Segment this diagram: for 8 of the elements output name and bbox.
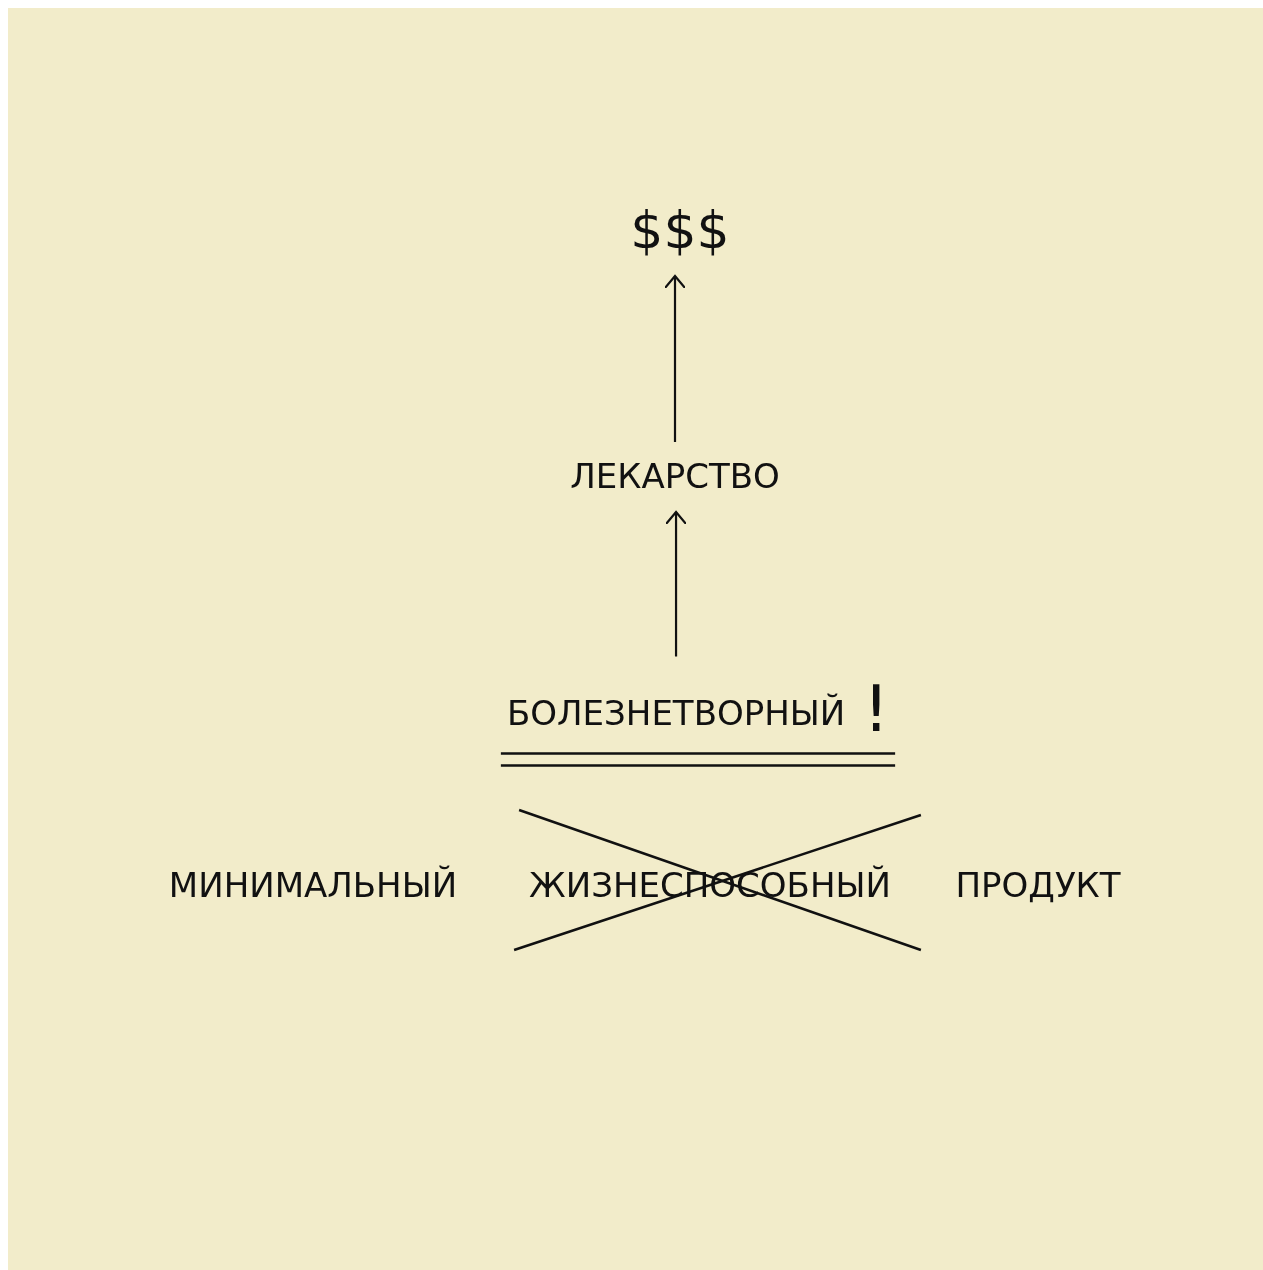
node-text: ЛЕКАРСТВО: [570, 456, 780, 496]
node-text: $$$: [630, 200, 730, 260]
label-text: ПРОДУКТ: [955, 865, 1121, 905]
underlined-heading: БОЛЕЗНЕТВОРНЫЙ: [506, 692, 846, 733]
exclamation-mark: !: [863, 670, 890, 746]
arrow: [663, 274, 687, 442]
arrow: [664, 510, 688, 657]
label-text: МИНИМАЛЬНЫЙ: [168, 865, 458, 905]
